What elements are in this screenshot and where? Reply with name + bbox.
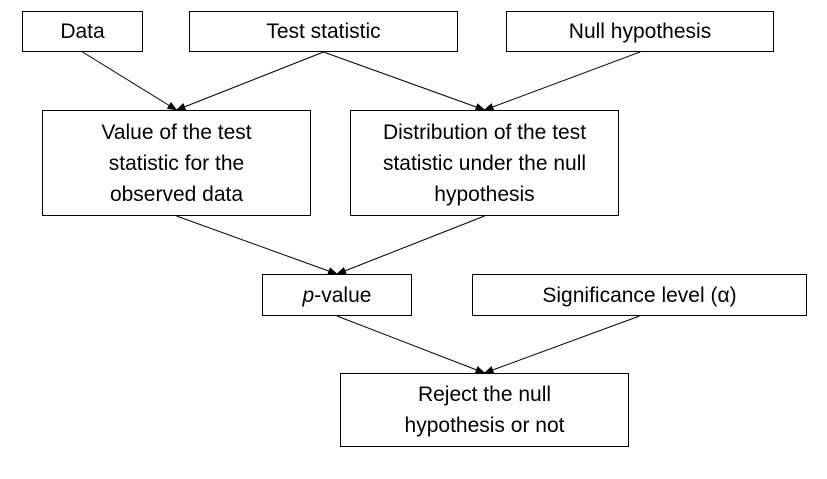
node-observed-value-line: statistic for the <box>108 151 245 175</box>
node-significance-level: Significance level (α) <box>472 274 807 316</box>
arrow-data-to-observed-value <box>82 51 178 111</box>
node-test-statistic: Test statistic <box>189 11 458 52</box>
arrow-test-statistic-to-observed-value <box>175 51 324 111</box>
node-data-label: Data <box>60 20 105 43</box>
node-observed-value-line: observed data <box>109 182 244 206</box>
arrow-p-value-to-decision <box>336 315 486 374</box>
arrow-null-hypothesis-to-null-distribution <box>483 51 641 111</box>
node-null-distribution-line: hypothesis <box>434 182 535 206</box>
node-null-distribution-line: statistic under the null <box>382 151 587 175</box>
node-p-value: p-value <box>262 274 412 316</box>
arrow-observed-value-to-p-value <box>176 215 338 275</box>
arrow-null-distribution-to-p-value <box>336 215 485 275</box>
node-p-value-suffix: -value <box>314 283 372 307</box>
node-null-hypothesis: Null hypothesis <box>506 11 774 52</box>
node-null-distribution-line: Distribution of the test <box>382 120 587 144</box>
node-data: Data <box>22 11 143 52</box>
node-decision-line: hypothesis or not <box>404 414 565 437</box>
arrow-test-statistic-to-null-distribution <box>323 51 486 111</box>
arrow-significance-level-to-decision <box>483 315 640 374</box>
node-decision: Reject the null hypothesis or not <box>340 373 629 447</box>
node-null-distribution: Distribution of the test statistic under… <box>350 110 619 216</box>
node-decision-line: Reject the null <box>417 383 552 406</box>
node-significance-level-label: Significance level (α) <box>542 283 737 307</box>
node-observed-value: Value of the test statistic for the obse… <box>42 110 311 216</box>
node-null-hypothesis-label: Null hypothesis <box>568 20 712 43</box>
node-p-value-prefix: p <box>302 283 315 307</box>
node-observed-value-line: Value of the test <box>101 120 252 144</box>
node-test-statistic-label: Test statistic <box>266 20 381 43</box>
